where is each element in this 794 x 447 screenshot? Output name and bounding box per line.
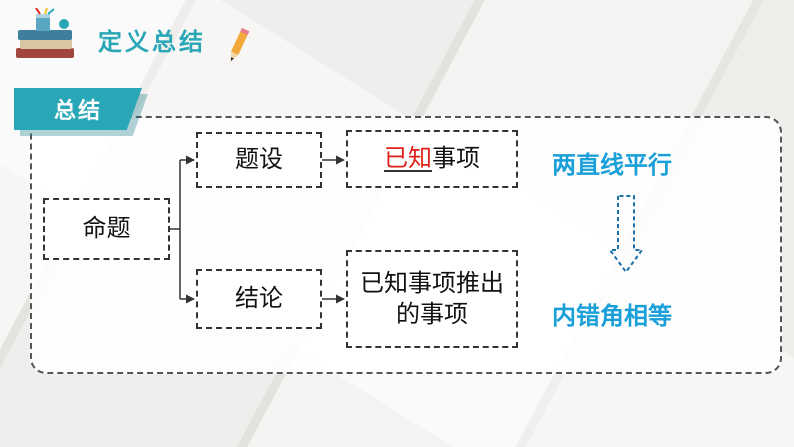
conclusion-label: 结论	[235, 283, 283, 314]
pencil-icon	[226, 26, 250, 66]
condition-box: 题设	[196, 132, 322, 188]
proposition-label: 命题	[83, 213, 131, 244]
known-suffix: 事项	[432, 143, 480, 174]
proposition-box: 命题	[43, 198, 170, 260]
page-header: 定义总结	[14, 8, 254, 64]
page-title: 定义总结	[98, 22, 206, 57]
example-conclusion: 内错角相等	[552, 296, 672, 331]
derived-matter-box: 已知事项推出的事项	[346, 250, 518, 348]
condition-label: 题设	[235, 144, 283, 175]
conclusion-box: 结论	[196, 269, 322, 329]
derived-matter-label: 已知事项推出的事项	[356, 268, 508, 330]
section-tab: 总结	[14, 88, 142, 130]
known-highlight: 已知	[384, 143, 432, 174]
books-icon	[14, 8, 76, 64]
example-premise: 两直线平行	[552, 145, 672, 180]
known-matter-box: 已知事项	[346, 130, 518, 188]
